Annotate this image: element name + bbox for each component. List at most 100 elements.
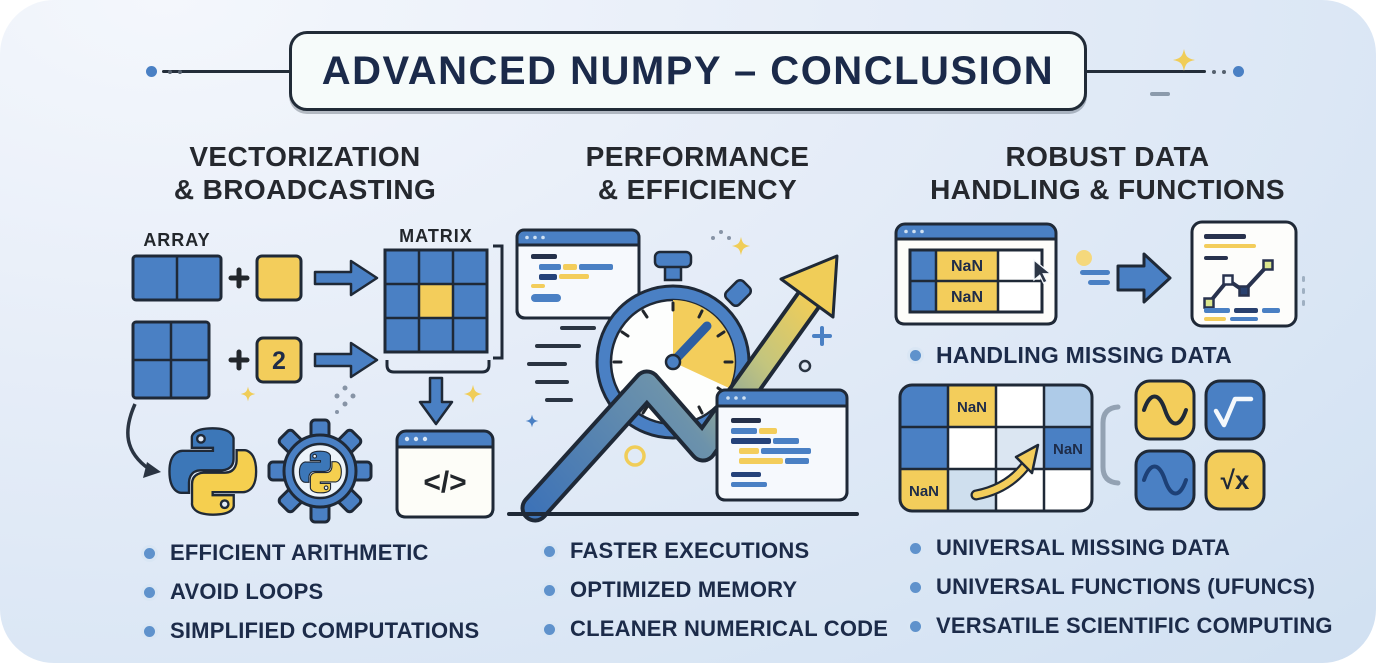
nan-cell-label: NaN: [951, 289, 983, 306]
heading-line: & BROADCASTING: [173, 174, 437, 206]
list-item: CLEANER NUMERICAL CODE: [544, 616, 895, 642]
performance-graphic: [507, 228, 859, 523]
ufuncs-graphic: NaN NaN NaN: [898, 379, 1266, 513]
column-heading: ROBUST DATA HANDLING & FUNCTIONS: [880, 140, 1335, 206]
list-item: VERSATILE SCIENTIFIC COMPUTING: [910, 613, 1335, 639]
plus-icon: [228, 267, 250, 289]
baseline: [507, 512, 859, 517]
code-window-icon: </>: [395, 429, 495, 519]
sparkle-icon: [731, 236, 751, 256]
sine-icon: [1134, 379, 1196, 441]
bullet-label: SIMPLIFIED COMPUTATIONS: [170, 618, 480, 644]
page-title: ADVANCED NUMPY – CONCLUSION: [321, 48, 1055, 93]
bullet-dot-icon: [144, 586, 155, 598]
python-logo-icon: [168, 427, 258, 516]
bullet-dot-icon: [910, 620, 921, 632]
right-blue-dot: [1233, 66, 1244, 77]
title-right-line: [1086, 70, 1206, 73]
bullet-label: UNIVERSAL MISSING DATA: [936, 535, 1231, 561]
cursor-icon: [1033, 258, 1053, 284]
bullet-list: UNIVERSAL MISSING DATA UNIVERSAL FUNCTIO…: [880, 535, 1335, 639]
bullet-dot-icon: [544, 584, 555, 596]
plus-icon: [228, 349, 250, 371]
code-editor-window: [715, 388, 849, 502]
list-item: SIMPLIFIED COMPUTATIONS: [144, 618, 510, 644]
flow-arrow-icon: [1080, 252, 1172, 304]
nan-cell-label: NaN: [951, 258, 983, 275]
column-heading: VECTORIZATION & BROADCASTING: [100, 140, 510, 206]
scalar-square-icon: [255, 336, 303, 384]
heading-line: PERFORMANCE: [585, 141, 810, 172]
sqrt-icon: [1204, 379, 1266, 441]
right-arrow-icon: [313, 341, 379, 379]
list-item: UNIVERSAL MISSING DATA: [910, 535, 1335, 561]
sparkle-icon: [525, 414, 539, 428]
bullet-label: AVOID LOOPS: [170, 579, 324, 605]
missing-data-flow-graphic: NaN NaN: [894, 220, 1305, 328]
bullet-label: VERSATILE SCIENTIFIC COMPUTING: [936, 613, 1333, 639]
nan-table-window: NaN NaN: [894, 222, 1058, 326]
list-item: EFFICIENT ARITHMETIC: [144, 540, 510, 566]
bullet-label: EFFICIENT ARITHMETIC: [170, 540, 429, 566]
matrix-bottom-bracket: [385, 360, 491, 374]
nan-cell-label: NaN: [909, 483, 939, 500]
array-2x2-icon: [131, 320, 211, 400]
array-label: ARRAY: [143, 230, 210, 250]
plus-sparkle-icon: [812, 326, 832, 347]
sparkle-icon: [463, 384, 483, 404]
right-arrow-icon: [313, 259, 379, 297]
list-item: FASTER EXECUTIONS: [544, 538, 895, 564]
dot-cluster: [334, 385, 356, 415]
heading-line: ROBUST DATA: [1005, 141, 1210, 172]
sine-icon: [1134, 449, 1196, 511]
bullet-label: OPTIMIZED MEMORY: [570, 577, 798, 603]
stopwatch-needle: [668, 321, 712, 367]
ufunc-icons: √x: [1134, 379, 1266, 511]
bullet-label: UNIVERSAL FUNCTIONS (UFUNCS): [936, 574, 1316, 600]
bullet-dot-icon: [910, 542, 921, 554]
speed-lines: [527, 326, 596, 403]
column-performance: PERFORMANCE & EFFICIENCY: [500, 140, 895, 655]
sqrt-x-icon: √x: [1204, 449, 1266, 511]
bracket: [1100, 404, 1121, 486]
ring-decoration: [624, 445, 646, 467]
code-editor-window: [515, 228, 641, 320]
column-robust-data: ROBUST DATA HANDLING & FUNCTIONS NaN NaN: [880, 140, 1335, 652]
bullet-dot-icon: [544, 545, 555, 557]
gear-python-icon: [267, 418, 373, 524]
circle-decoration: [798, 359, 812, 373]
heading-line: HANDLING & FUNCTIONS: [930, 174, 1285, 206]
list-item: AVOID LOOPS: [144, 579, 510, 605]
mid-bullet: HANDLING MISSING DATA: [880, 342, 1335, 369]
right-small-dot: [1222, 70, 1226, 74]
bullet-dot-icon: [910, 581, 921, 593]
nan-cell-label: NaN: [1053, 441, 1083, 458]
left-small-dot: [168, 70, 172, 74]
list-item: OPTIMIZED MEMORY: [544, 577, 895, 603]
right-small-dot: [1212, 70, 1216, 74]
left-small-dot: [178, 70, 182, 74]
scalar-value: 2: [272, 347, 286, 375]
curved-arrow-icon: [126, 403, 161, 479]
sparkle-icon: [1173, 49, 1195, 71]
dot-column-decoration: [1302, 276, 1305, 307]
vectorization-graphic: ARRAY MATRIX: [126, 226, 504, 524]
bullet-dot-icon: [910, 350, 921, 362]
bullet-label: FASTER EXECUTIONS: [570, 538, 810, 564]
soft-dot-decoration: [1076, 250, 1092, 267]
column-vectorization: VECTORIZATION & BROADCASTING ARRAY MATRI…: [100, 140, 510, 657]
fill-arrow-icon: [970, 443, 1040, 501]
chart-window: [1190, 220, 1298, 328]
code-glyph: </>: [423, 466, 466, 499]
dot-cluster: [711, 230, 731, 241]
missing-data-grid: NaN NaN NaN: [898, 383, 1094, 513]
matrix-3x3-icon: [383, 248, 489, 354]
heading-line: VECTORIZATION: [189, 141, 421, 172]
bullet-dot-icon: [544, 623, 555, 635]
title-box: ADVANCED NUMPY – CONCLUSION: [289, 31, 1087, 111]
gray-dash: [1150, 92, 1170, 96]
bullet-dot-icon: [144, 625, 155, 637]
bullet-label: CLEANER NUMERICAL CODE: [570, 616, 889, 642]
array-1x2-icon: [131, 254, 223, 302]
